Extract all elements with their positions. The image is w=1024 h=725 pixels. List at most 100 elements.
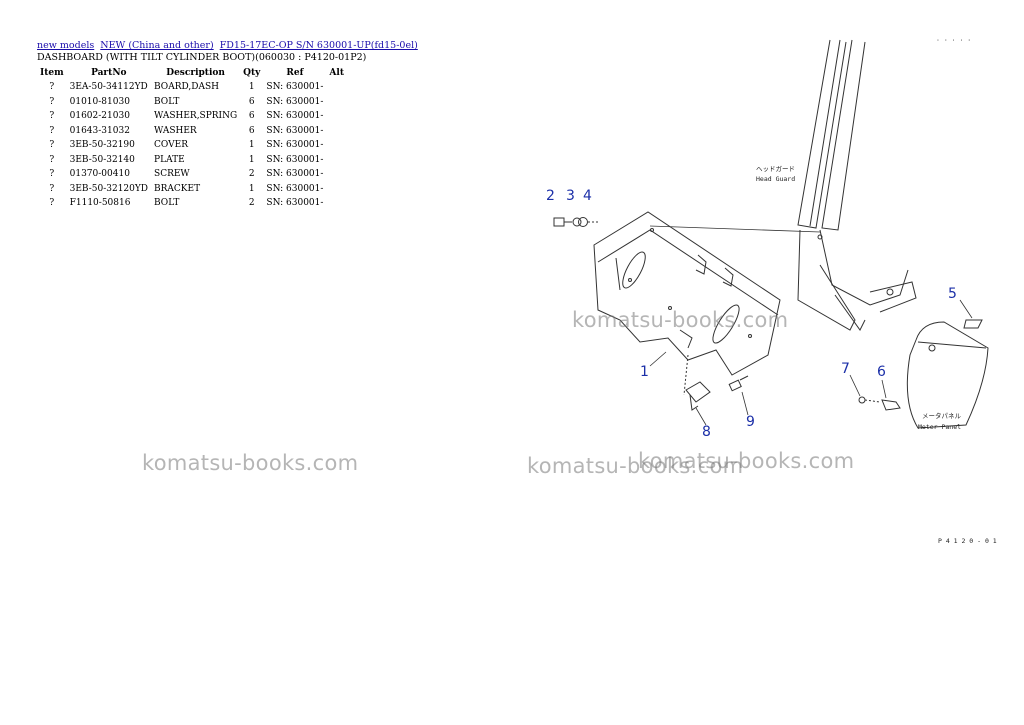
callout-6: 6 [877, 364, 886, 380]
bolt-washer-drawing [553, 217, 600, 227]
meter-panel-label-en: Meter Panel [918, 423, 961, 431]
breadcrumb: new models NEW (China and other) FD15-17… [37, 40, 421, 51]
callout-3: 3 [566, 188, 575, 204]
table-row: ? 3EB-50-32120YD BRACKET 1 SN: 630001- [37, 182, 347, 197]
cell-qty: 2 [248, 198, 255, 209]
col-header-ref: Ref [286, 68, 304, 78]
cell-qty: 1 [248, 82, 255, 93]
cell-partno: 3EB-50-32190 [69, 140, 135, 151]
cell-alt [326, 95, 347, 110]
cell-item: ? [49, 140, 55, 151]
page-title: DASHBOARD (WITH TILT CYLINDER BOOT)(0600… [37, 52, 367, 63]
cell-qty: 1 [248, 183, 255, 194]
cell-ref: SN: 630001- [266, 82, 324, 93]
cell-alt [326, 109, 347, 124]
table-row: ? 01602-21030 WASHER,SPRING 6 SN: 630001… [37, 109, 347, 124]
meter-panel-label-jp: メータパネル [922, 411, 962, 420]
cell-alt [326, 80, 347, 95]
meter-panel-drawing [906, 319, 989, 429]
cell-partno: F1110-50816 [69, 198, 131, 209]
callout-9: 9 [746, 414, 755, 430]
cell-item: ? [49, 82, 55, 93]
callout-4: 4 [583, 188, 592, 204]
cell-qty: 6 [248, 125, 255, 136]
cell-qty: 6 [248, 111, 255, 122]
parts-diagram: 1 2 3 4 5 6 7 8 9 ヘッドガード Head Guard メータパ… [546, 36, 1000, 545]
callout-2: 2 [546, 188, 555, 204]
cell-partno: 3EB-50-32120YD [69, 183, 149, 194]
cell-description: PLATE [154, 154, 185, 165]
bracket-drawing [683, 354, 749, 411]
cell-alt [326, 138, 347, 153]
cell-description: BOARD,DASH [154, 82, 219, 93]
cell-qty: 2 [248, 169, 255, 180]
table-row: ? F1110-50816 BOLT 2 SN: 630001- [37, 196, 347, 211]
cell-alt [326, 124, 347, 139]
watermark: komatsu-books.com [527, 454, 744, 478]
cell-partno: 3EA-50-34112YD [69, 82, 148, 93]
cell-item: ? [49, 96, 55, 107]
cell-partno: 01010-81030 [69, 96, 130, 107]
table-row: ? 3EB-50-32190 COVER 1 SN: 630001- [37, 138, 347, 153]
table-row: ? 01643-31032 WASHER 6 SN: 630001- [37, 124, 347, 139]
cell-alt [326, 153, 347, 168]
cell-qty: 6 [248, 96, 255, 107]
table-row: ? 3EB-50-32140 PLATE 1 SN: 630001- [37, 153, 347, 168]
cell-description: WASHER,SPRING [154, 111, 238, 122]
cell-item: ? [49, 169, 55, 180]
col-header-partno: PartNo [91, 68, 127, 78]
breadcrumb-link-new-models[interactable]: new models [37, 40, 95, 51]
table-row: ? 01370-00410 SCREW 2 SN: 630001- [37, 167, 347, 182]
cell-ref: SN: 630001- [266, 183, 324, 194]
cell-qty: 1 [248, 140, 255, 151]
breadcrumb-link-model[interactable]: FD15-17EC-OP S/N 630001-UP(fd15-0el) [219, 40, 418, 51]
cell-ref: SN: 630001- [266, 169, 324, 180]
cell-item: ? [49, 125, 55, 136]
cell-partno: 3EB-50-32140 [69, 154, 135, 165]
col-header-description: Description [166, 68, 225, 78]
col-header-item: Item [40, 68, 64, 78]
cell-partno: 01370-00410 [69, 169, 130, 180]
cell-item: ? [49, 111, 55, 122]
cell-ref: SN: 630001- [266, 198, 324, 209]
corner-code-top: · · · · · [936, 36, 971, 44]
head-guard-label-jp: ヘッドガード [756, 164, 795, 173]
callout-7: 7 [841, 361, 850, 377]
cell-alt [326, 182, 347, 197]
head-guard-label-en: Head Guard [756, 175, 795, 183]
parts-table: Item PartNo Description Qty Ref Alt ? 3E… [37, 66, 347, 211]
callout-1: 1 [640, 364, 649, 380]
watermark: komatsu-books.com [572, 308, 789, 332]
cell-alt [326, 167, 347, 182]
cell-alt [326, 196, 347, 211]
breadcrumb-link-region[interactable]: NEW (China and other) [100, 40, 214, 51]
col-header-qty: Qty [243, 68, 261, 78]
cell-description: WASHER [154, 125, 197, 136]
cell-ref: SN: 630001- [266, 140, 324, 151]
cell-partno: 01602-21030 [69, 111, 130, 122]
cell-ref: SN: 630001- [266, 96, 324, 107]
plate-screw-drawing [858, 396, 901, 411]
cell-description: BOLT [154, 198, 180, 209]
callout-5: 5 [948, 286, 957, 302]
cell-qty: 1 [248, 154, 255, 165]
callout-8: 8 [702, 424, 711, 440]
cell-ref: SN: 630001- [266, 125, 324, 136]
watermark: komatsu-books.com [142, 451, 359, 475]
cell-description: BOLT [154, 96, 180, 107]
cell-item: ? [49, 198, 55, 209]
table-row: ? 3EA-50-34112YD BOARD,DASH 1 SN: 630001… [37, 80, 347, 95]
col-header-alt: Alt [329, 68, 344, 78]
table-row: ? 01010-81030 BOLT 6 SN: 630001- [37, 95, 347, 110]
cell-description: SCREW [154, 169, 190, 180]
cell-item: ? [49, 154, 55, 165]
cell-description: COVER [154, 140, 188, 151]
table-header-row: Item PartNo Description Qty Ref Alt [37, 66, 347, 80]
cell-ref: SN: 630001- [266, 111, 324, 122]
cell-item: ? [49, 183, 55, 194]
cell-ref: SN: 630001- [266, 154, 324, 165]
cell-partno: 01643-31032 [69, 125, 130, 136]
watermark: komatsu-books.com [638, 449, 855, 473]
corner-code-bottom: P 4 1 2 0 - 0 1 P 2 [938, 537, 1000, 545]
dashboard-board-drawing [593, 211, 821, 376]
